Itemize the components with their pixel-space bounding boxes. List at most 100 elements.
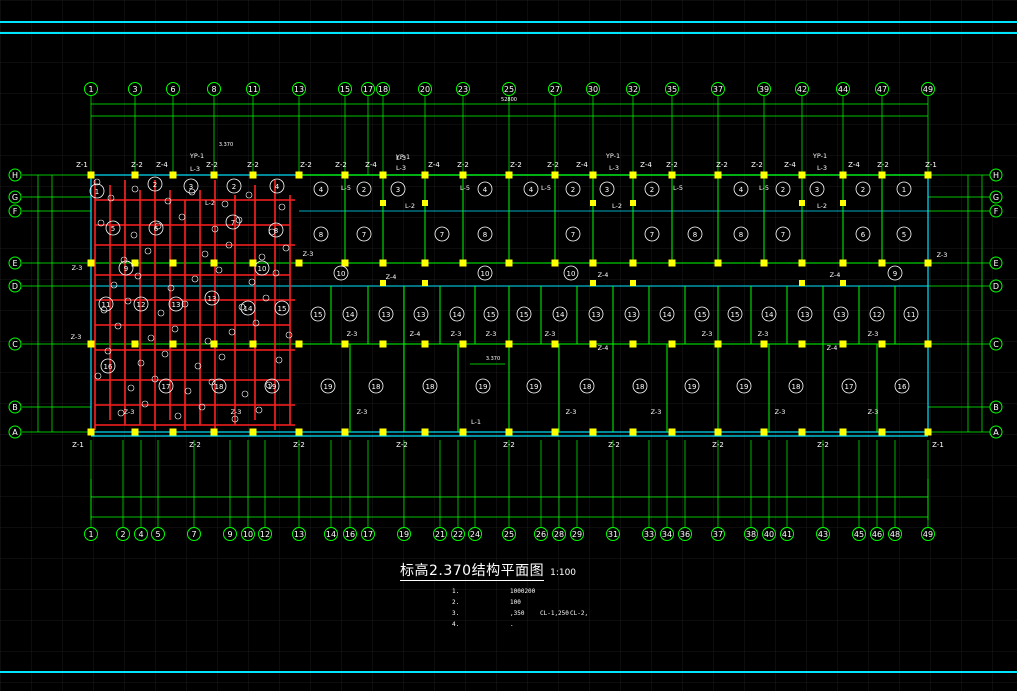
beam-label: Z-4 bbox=[827, 344, 838, 352]
room-number-bubble bbox=[183, 178, 199, 194]
beam-label: YP-1 bbox=[189, 152, 204, 160]
column bbox=[629, 428, 637, 436]
column bbox=[341, 340, 349, 348]
column bbox=[924, 171, 932, 179]
column bbox=[295, 259, 303, 267]
column bbox=[714, 340, 722, 348]
rebar-callout bbox=[198, 403, 206, 411]
column bbox=[379, 340, 387, 348]
room-number-bubble bbox=[310, 306, 326, 322]
axis-bubble-bottom bbox=[433, 527, 447, 541]
room-number-bubble bbox=[333, 265, 349, 281]
column bbox=[249, 340, 257, 348]
column bbox=[422, 200, 428, 206]
rebar-callout bbox=[245, 191, 253, 199]
column bbox=[421, 171, 429, 179]
axis-bubble-top bbox=[84, 82, 98, 96]
room-number-bubble bbox=[565, 226, 581, 242]
axis-label-bottom: 41 bbox=[782, 530, 792, 539]
axis-bubble-bottom bbox=[116, 527, 130, 541]
rebar-callout bbox=[178, 213, 186, 221]
axis-bubble-bottom bbox=[292, 527, 306, 541]
axis-label-right: A bbox=[993, 428, 999, 437]
note-cell: 3. bbox=[452, 610, 460, 617]
room-number-bubble bbox=[356, 181, 372, 197]
room-number: 3 bbox=[815, 186, 819, 194]
room-number: 2 bbox=[362, 186, 366, 194]
axis-bubble-bottom bbox=[852, 527, 866, 541]
room-number-bubble bbox=[356, 226, 372, 242]
column bbox=[210, 259, 218, 267]
column bbox=[131, 171, 139, 179]
room-number: 2 bbox=[861, 186, 865, 194]
column bbox=[760, 259, 768, 267]
axis-bubble-bottom bbox=[223, 527, 237, 541]
axis-bubble-bottom bbox=[711, 527, 725, 541]
axis-label-bottom: 16 bbox=[345, 530, 355, 539]
axis-label-bottom: 37 bbox=[713, 530, 723, 539]
axis-bubble-top bbox=[418, 82, 432, 96]
axis-bubble-bottom bbox=[606, 527, 620, 541]
column bbox=[249, 428, 257, 436]
axis-label-top: 32 bbox=[628, 85, 638, 94]
beam-label: Z-4 bbox=[830, 271, 841, 279]
beam-label: Z-3 bbox=[303, 250, 314, 258]
column bbox=[840, 200, 846, 206]
room-number: 3 bbox=[605, 186, 609, 194]
room-number-bubble bbox=[694, 306, 710, 322]
axis-bubble-bottom bbox=[762, 527, 776, 541]
room-number-bubble bbox=[588, 306, 604, 322]
room-number-bubble bbox=[313, 181, 329, 197]
beam-label: Z-3 bbox=[124, 408, 135, 416]
beam-label: Z-3 bbox=[71, 333, 82, 341]
column-label: Z-2 bbox=[300, 161, 312, 169]
axis-bubble-right bbox=[989, 190, 1003, 204]
axis-label-left: A bbox=[12, 428, 18, 437]
beam-label: Z-3 bbox=[347, 330, 358, 338]
axis-label-top: 42 bbox=[797, 85, 807, 94]
rebar-callout bbox=[141, 400, 149, 408]
room-number-bubble bbox=[563, 265, 579, 281]
room-number-bubble bbox=[413, 306, 429, 322]
axis-bubble-right bbox=[989, 400, 1003, 414]
room-number-bubble bbox=[733, 181, 749, 197]
column bbox=[421, 259, 429, 267]
axis-bubble-top bbox=[361, 82, 375, 96]
axis-label-right: C bbox=[993, 340, 999, 349]
room-number-bubble bbox=[775, 181, 791, 197]
room-number: 3 bbox=[189, 183, 193, 191]
room-number: 12 bbox=[873, 311, 882, 319]
rebar-callout bbox=[241, 390, 249, 398]
room-number: 18 bbox=[636, 383, 645, 391]
rebar-callout bbox=[167, 284, 175, 292]
axis-bubble-left bbox=[8, 400, 22, 414]
axis-bubble-top bbox=[711, 82, 725, 96]
rebar-callout bbox=[184, 387, 192, 395]
room-number: 18 bbox=[372, 383, 381, 391]
room-number-bubble bbox=[526, 378, 542, 394]
axis-bubble-bottom bbox=[870, 527, 884, 541]
rebar-callout bbox=[285, 331, 293, 339]
room-number-bubble bbox=[736, 378, 752, 394]
rebar-callout bbox=[228, 328, 236, 336]
room-number: 14 bbox=[556, 311, 565, 319]
note-cell: CL-1,250 bbox=[540, 610, 569, 617]
room-number: 2 bbox=[650, 186, 654, 194]
beam-label: L-1 bbox=[471, 418, 481, 426]
room-number: 9 bbox=[124, 265, 128, 273]
column-label: Z-2 bbox=[293, 441, 305, 449]
axis-bubble-bottom bbox=[660, 527, 674, 541]
beam-label: Z-4 bbox=[410, 330, 421, 338]
room-number-bubble bbox=[887, 265, 903, 281]
beam-label: L-3 bbox=[396, 154, 406, 162]
axis-bubble-bottom bbox=[642, 527, 656, 541]
column-label: Z-4 bbox=[365, 161, 377, 169]
room-number-bubble bbox=[644, 181, 660, 197]
room-number-bubble bbox=[475, 378, 491, 394]
axis-bubble-left bbox=[8, 425, 22, 439]
room-number: 4 bbox=[275, 183, 280, 191]
rebar-callout bbox=[174, 412, 182, 420]
room-number: 15 bbox=[314, 311, 323, 319]
